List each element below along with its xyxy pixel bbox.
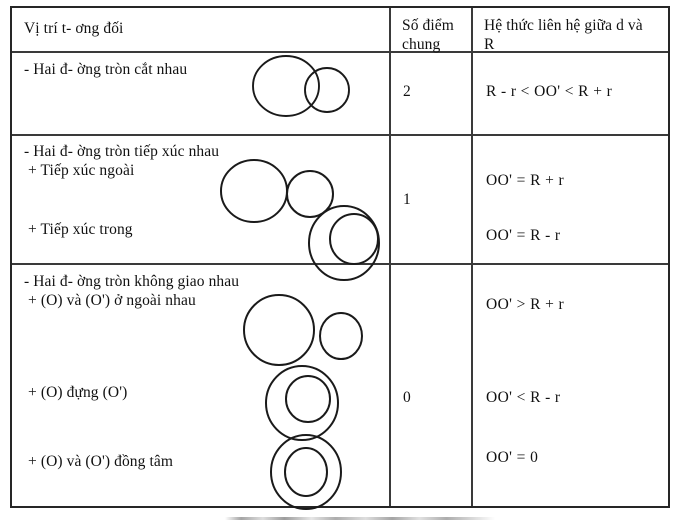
concentric-circles-figure	[264, 432, 359, 512]
row-3-sublabel-concentric: + (O) và (O') đồng tâm	[28, 453, 174, 470]
header-position: Vị trí t- ơng đối	[24, 20, 124, 37]
row-3-relation-contained: OO' < R - r	[486, 389, 561, 406]
row-3-relation-concentric: OO' = 0	[486, 449, 539, 466]
externally-tangent-circles-figure	[218, 158, 338, 224]
row-3-sublabel-outside: + (O) và (O') ở ngoài nhau	[28, 292, 196, 309]
row-2-relation-external: OO' = R + r	[486, 172, 565, 189]
row-divider-2	[12, 263, 668, 265]
row-divider-1	[12, 134, 668, 136]
contained-circles-figure	[262, 363, 357, 443]
row-3-label: - Hai đ- ờng tròn không giao nhau	[24, 273, 240, 290]
internally-tangent-circles-figure	[306, 204, 396, 284]
separate-circles-figure	[240, 290, 365, 370]
row-3-sublabel-contained: + (O) đựng (O')	[28, 384, 128, 401]
column-divider-1	[389, 8, 391, 506]
row-2-label: - Hai đ- ờng tròn tiếp xúc nhau	[24, 143, 220, 160]
row-2-relation-internal: OO' = R - r	[486, 227, 561, 244]
two-intersecting-circles-figure	[250, 52, 360, 122]
row-1-common-points: 2	[403, 83, 411, 100]
row-2-sublabel-internal: + Tiếp xúc ngoài	[28, 162, 135, 179]
cropped-caption-remnant	[225, 517, 495, 520]
row-divider-header	[12, 51, 668, 53]
row-3-relation-outside: OO' > R + r	[486, 296, 565, 313]
row-2-common-points: 1	[403, 191, 411, 208]
circle-positions-table: Vị trí t- ơng đối Số điểm chung Hệ thức …	[10, 6, 670, 510]
header-common-points: Số điểm chung	[402, 17, 454, 53]
row-3-common-points: 0	[403, 389, 411, 406]
row-2-sublabel-external: + Tiếp xúc trong	[28, 221, 133, 238]
header-relation: Hệ thức liên hệ giữa d và R	[484, 17, 643, 53]
row-1-relation: R - r < OO' < R + r	[486, 83, 613, 100]
column-divider-2	[471, 8, 473, 506]
row-1-label: - Hai đ- ờng tròn cắt nhau	[24, 61, 188, 78]
